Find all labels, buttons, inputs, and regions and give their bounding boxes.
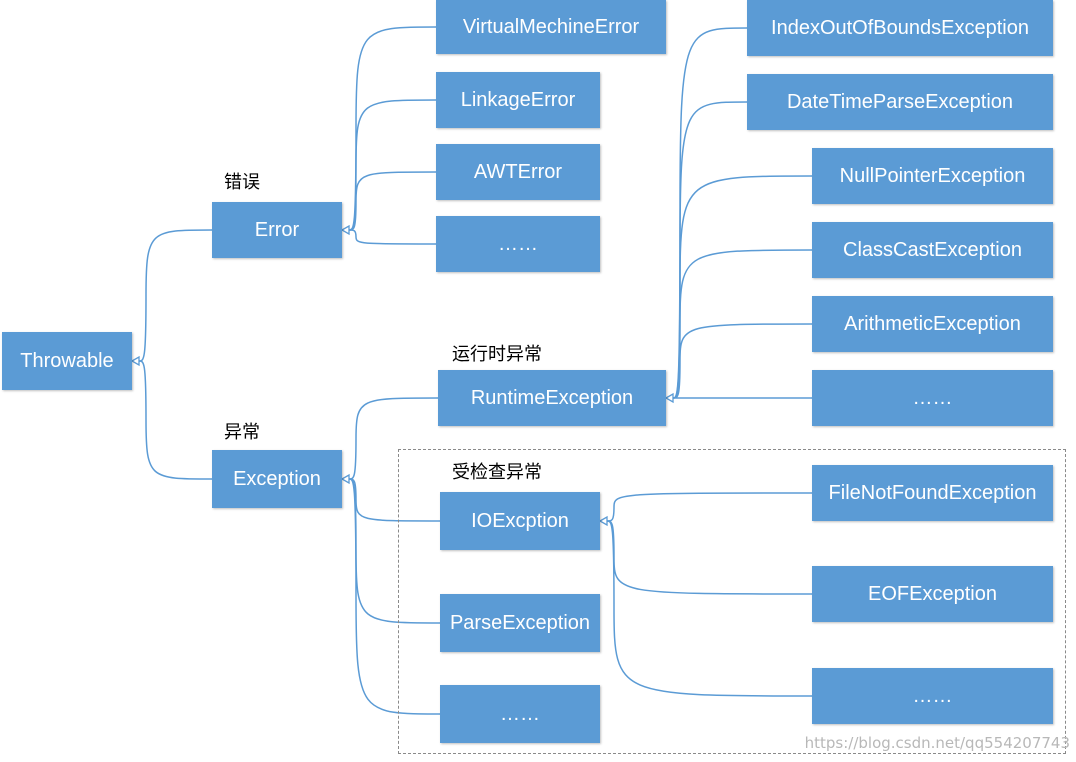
inherit-arrow-error (340, 224, 350, 236)
connector-class-cast-exception-to-runtime-exception (672, 249, 813, 399)
node-ioexcption[interactable]: IOExcption (440, 492, 600, 550)
connector-linkage-error-to-error (348, 99, 437, 231)
node-arithmetic-exception[interactable]: ArithmeticException (812, 296, 1053, 352)
node-error-more[interactable]: …… (436, 216, 600, 272)
connector-arithmetic-exception-to-runtime-exception (672, 323, 813, 399)
label-checked: 受检查异常 (452, 462, 542, 483)
node-exception[interactable]: Exception (212, 450, 342, 508)
node-date-time-parse-exception[interactable]: DateTimeParseException (747, 74, 1053, 130)
connector-error-to-throwable (138, 229, 213, 362)
connector-error-more-to-error (348, 229, 437, 245)
connector-runtime-exception-to-exception (348, 397, 439, 480)
connector-exception-more-to-exception (348, 478, 441, 715)
node-throwable[interactable]: Throwable (2, 332, 132, 390)
label-exception: 异常 (224, 422, 260, 443)
connector-exception-to-throwable (138, 360, 213, 480)
inherit-arrow-runtime-exception (664, 392, 674, 404)
node-io-more[interactable]: …… (812, 668, 1053, 724)
node-index-out-of-bounds-exception[interactable]: IndexOutOfBoundsException (747, 0, 1053, 56)
node-runtime-more[interactable]: …… (812, 370, 1053, 426)
node-runtime-exception[interactable]: RuntimeException (438, 370, 666, 426)
connector-awt-error-to-error (348, 171, 437, 231)
connector-eof-exception-to-ioexcption (606, 520, 813, 595)
connector-virtual-mechine-error-to-error (348, 26, 437, 231)
inherit-arrow-throwable (130, 355, 140, 367)
node-file-not-found-exception[interactable]: FileNotFoundException (812, 465, 1053, 521)
label-error: 错误 (224, 172, 260, 193)
connector-file-not-found-exception-to-ioexcption (606, 492, 813, 522)
connector-date-time-parse-exception-to-runtime-exception (672, 101, 748, 399)
node-class-cast-exception[interactable]: ClassCastException (812, 222, 1053, 278)
node-null-pointer-exception[interactable]: NullPointerException (812, 148, 1053, 204)
watermark: https://blog.csdn.net/qq554207743 (804, 734, 1070, 752)
node-parse-exception[interactable]: ParseException (440, 594, 600, 652)
node-error[interactable]: Error (212, 202, 342, 258)
node-eof-exception[interactable]: EOFException (812, 566, 1053, 622)
label-runtime: 运行时异常 (452, 344, 542, 365)
inherit-arrow-exception (340, 473, 350, 485)
node-virtual-mechine-error[interactable]: VirtualMechineError (436, 0, 666, 54)
node-linkage-error[interactable]: LinkageError (436, 72, 600, 128)
connector-io-more-to-ioexcption (606, 520, 813, 697)
node-exception-more[interactable]: …… (440, 685, 600, 743)
connector-null-pointer-exception-to-runtime-exception (672, 175, 813, 399)
checked-exception-group (398, 449, 1066, 754)
node-awt-error[interactable]: AWTError (436, 144, 600, 200)
